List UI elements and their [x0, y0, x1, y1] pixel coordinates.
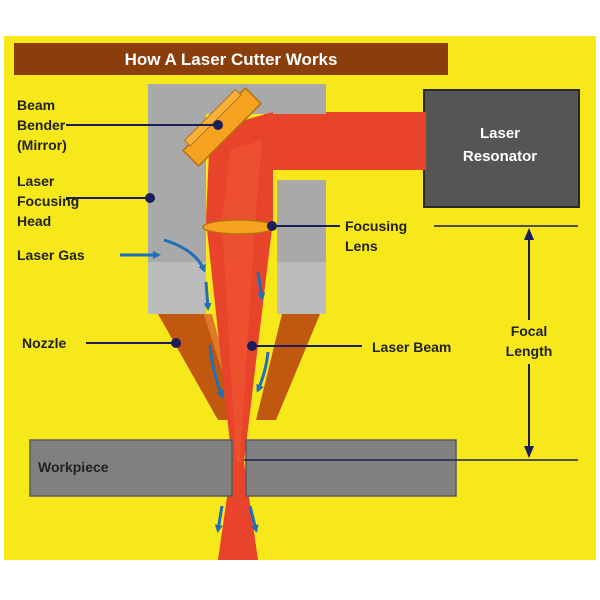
focusing-head-label-line2: Focusing	[17, 193, 79, 209]
laser-gas-label: Laser Gas	[17, 247, 85, 263]
focal-length-label-line2: Length	[506, 343, 553, 359]
focusing-head-right-lower	[277, 262, 326, 314]
focal-length-label-bg	[497, 320, 561, 364]
title-bar	[14, 43, 448, 75]
diagram-title: How A Laser Cutter Works	[125, 50, 338, 69]
workpiece-left	[29, 439, 233, 497]
leader-lines	[66, 124, 362, 347]
focusing-head-label-line3: Head	[17, 213, 51, 229]
horizontal-laser-beam	[264, 112, 426, 170]
diverging-laser-beam	[218, 462, 258, 560]
workpiece-right	[245, 439, 457, 497]
laser-gas-flow	[120, 238, 270, 533]
beam-bender-label-line2: Bender	[17, 117, 66, 133]
focusing-lens	[202, 219, 276, 235]
leader-dots	[145, 120, 277, 351]
beam-bender-label-line3: (Mirror)	[17, 137, 67, 153]
laser-resonator-label-line1: Laser	[480, 125, 520, 142]
focusing-lens-label-line2: Lens	[345, 238, 378, 254]
laser-beam-label: Laser Beam	[372, 339, 451, 355]
laser-resonator	[423, 89, 580, 208]
focusing-lens-label-line1: Focusing	[345, 218, 407, 234]
focusing-head-label-line1: Laser	[17, 173, 55, 189]
laser-resonator-label-line2: Resonator	[463, 148, 537, 165]
beam-bender-label-line1: Beam	[17, 97, 55, 113]
nozzle-label: Nozzle	[22, 335, 67, 351]
nozzle-right	[256, 314, 320, 420]
focal-length-label-line1: Focal	[511, 323, 548, 339]
workpiece-label: Workpiece	[38, 459, 109, 475]
focusing-head-left-lower	[148, 262, 206, 314]
